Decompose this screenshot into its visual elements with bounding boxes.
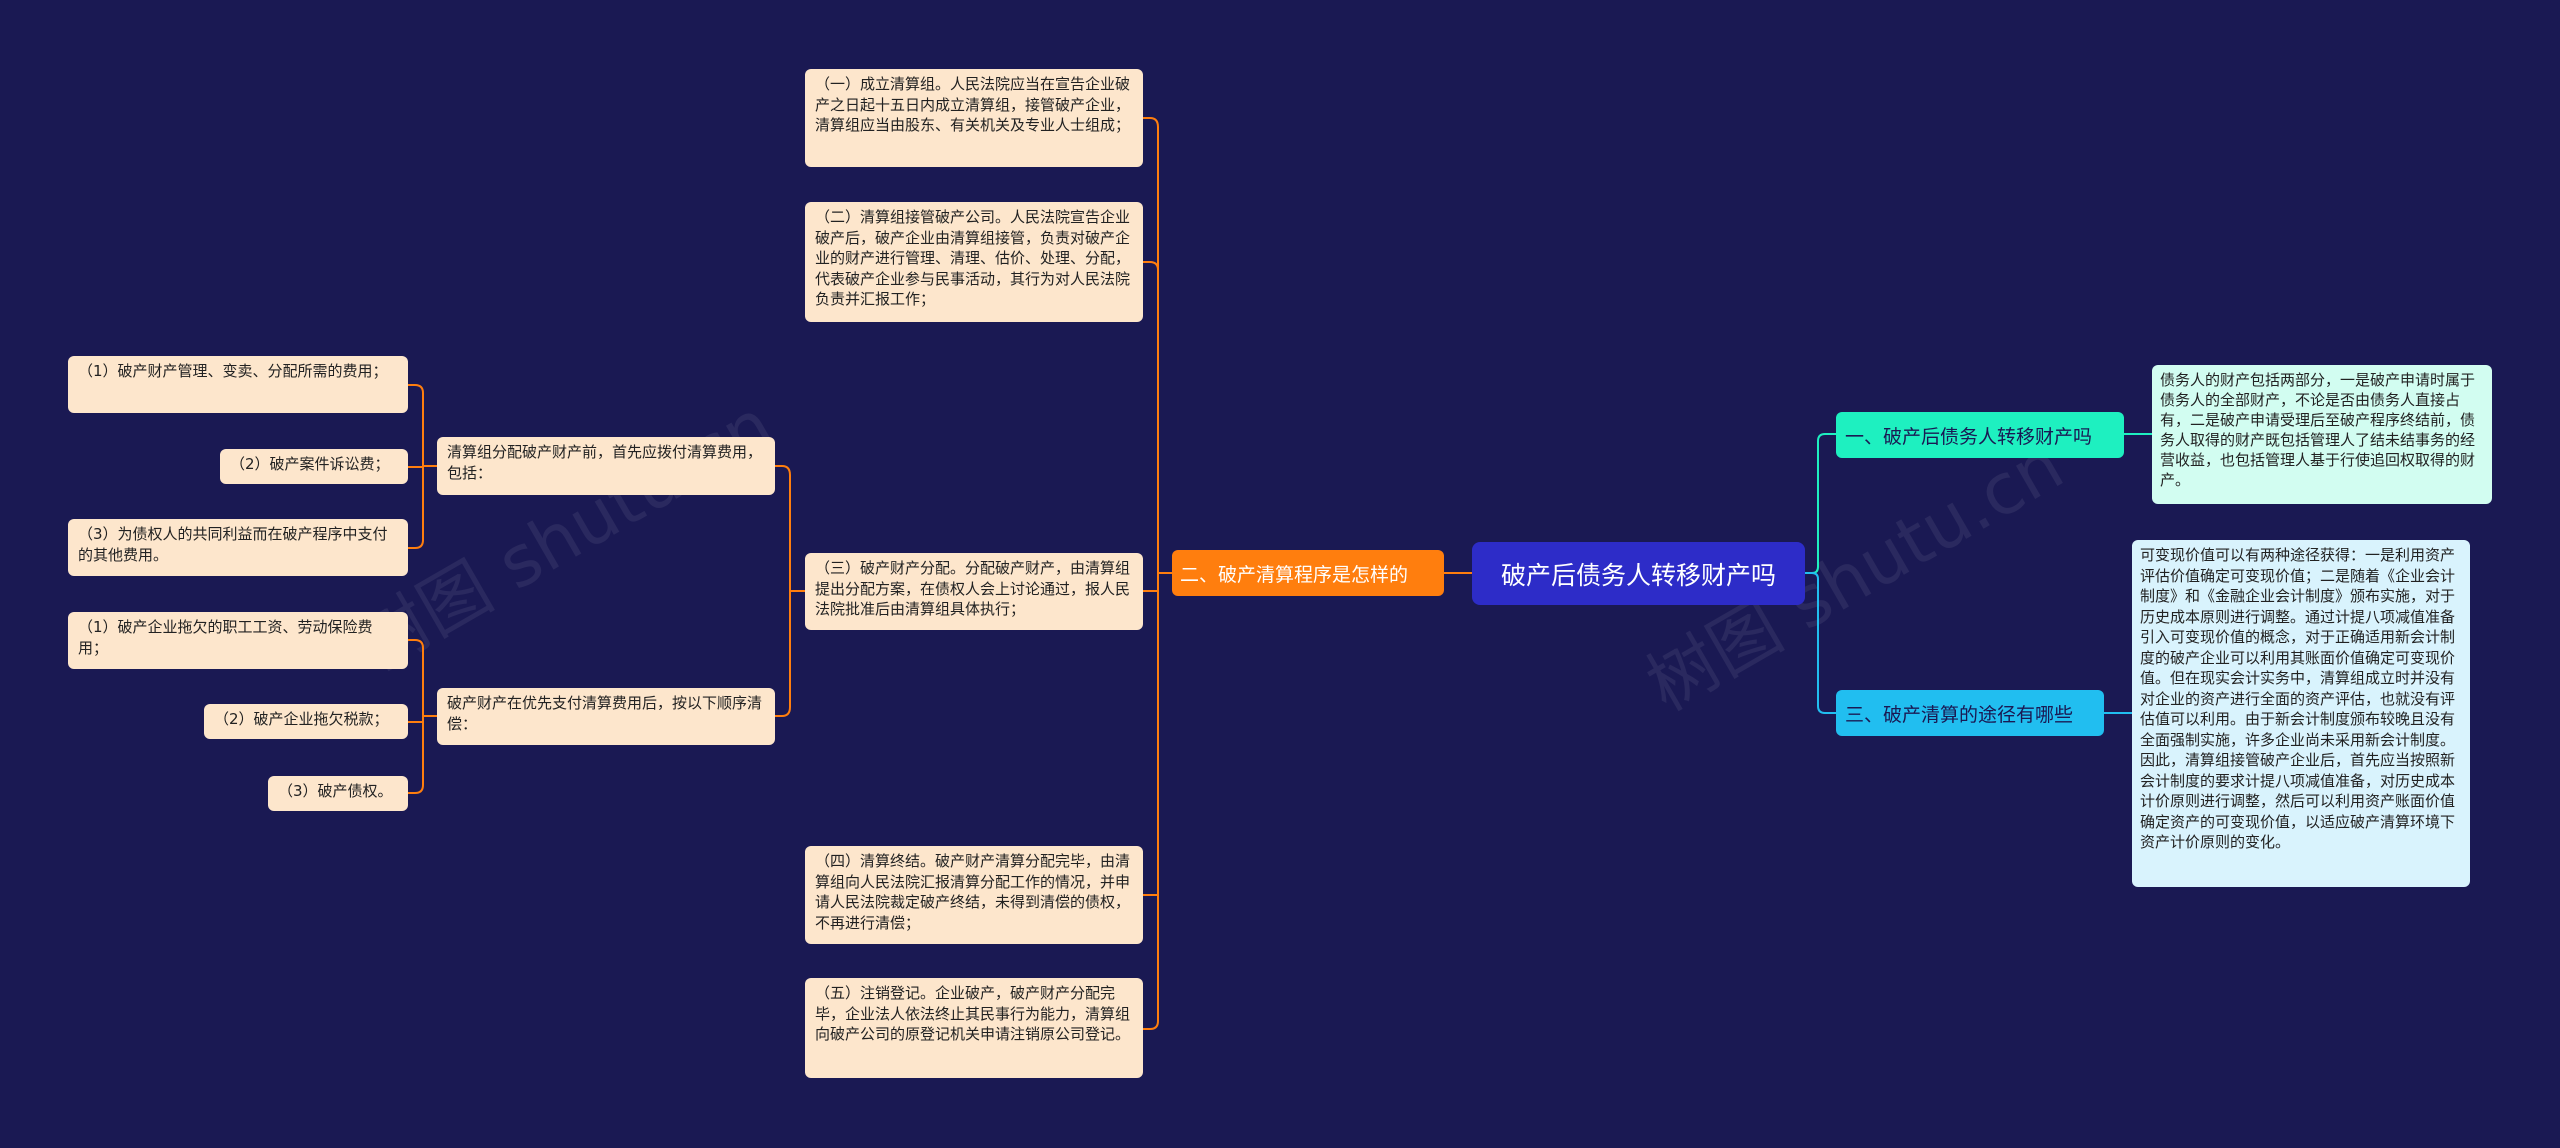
link-b1-l5 — [1143, 1020, 1159, 1030]
branch-debtor-transfer-property[interactable]: 一、破产后债务人转移财产吗 — [1836, 412, 2124, 458]
link-m2-spine — [422, 648, 437, 785]
link-b1-l1 — [1143, 117, 1159, 128]
branch-liquidation-paths[interactable]: 三、破产清算的途径有哪些 — [1836, 690, 2104, 736]
leaf-expense-litigation-fees[interactable]: （2）破产案件诉讼费； — [220, 449, 408, 484]
detail-debtor-property[interactable]: 债务人的财产包括两部分，一是破产申请时属于债务人的全部财产，不论是否由债务人直接… — [2152, 365, 2492, 504]
leaf-step-1-form-group[interactable]: （一）成立清算组。人民法院应当在宣告企业破产之日起十五日内成立清算组，接管破产企… — [805, 69, 1143, 167]
link-l3-spine — [789, 475, 805, 707]
link-b1-l2 — [1143, 261, 1159, 271]
link-b1-spine — [1157, 127, 1172, 1021]
leaf-step-4-termination[interactable]: （四）清算终结。破产财产清算分配完毕，由清算组向人民法院汇报清算分配工作的情况，… — [805, 846, 1143, 944]
link-l3-m2 — [775, 706, 791, 717]
leaf-step-3-distribution[interactable]: （三）破产财产分配。分配破产财产，由清算组提出分配方案，在债权人会上讨论通过，报… — [805, 553, 1143, 630]
branch-liquidation-procedure[interactable]: 二、破产清算程序是怎样的 — [1172, 550, 1444, 596]
leaf-step-2-takeover[interactable]: （二）清算组接管破产公司。人民法院宣告企业破产后，破产企业由清算组接管，负责对破… — [805, 202, 1143, 322]
link-m1-a — [408, 384, 424, 394]
leaf-expense-other-fees[interactable]: （3）为债权人的共同利益而在破产程序中支付的其他费用。 — [68, 519, 408, 576]
leaf-repay-taxes[interactable]: （2）破产企业拖欠税款； — [204, 704, 408, 739]
leaf-repay-claims[interactable]: （3）破产债权。 — [268, 776, 408, 811]
link-m2-a — [408, 639, 424, 649]
leaf-step-5-deregistration[interactable]: （五）注销登记。企业破产，破产财产分配完毕，企业法人依法终止其民事行为能力，清算… — [805, 978, 1143, 1078]
link-m1-spine — [422, 393, 437, 540]
leaf-expense-management-fees[interactable]: （1）破产财产管理、变卖、分配所需的费用； — [68, 356, 408, 413]
link-m1-c — [408, 539, 424, 549]
link-root-b3 — [1805, 572, 1836, 714]
link-m2-c — [408, 784, 424, 794]
root-topic[interactable]: 破产后债务人转移财产吗 — [1472, 542, 1805, 605]
leaf-repayment-order[interactable]: 破产财产在优先支付清算费用后，按以下顺序清偿： — [437, 688, 775, 745]
leaf-repay-wages[interactable]: （1）破产企业拖欠的职工工资、劳动保险费用； — [68, 612, 408, 669]
link-root-b2 — [1805, 433, 1836, 574]
leaf-liquidation-expenses[interactable]: 清算组分配破产财产前，首先应拨付清算费用，包括： — [437, 437, 775, 495]
link-l3-m1 — [775, 465, 791, 476]
detail-liquidation-paths[interactable]: 可变现价值可以有两种途径获得：一是利用资产评估价值确定可变现价值；二是随着《企业… — [2132, 540, 2470, 887]
